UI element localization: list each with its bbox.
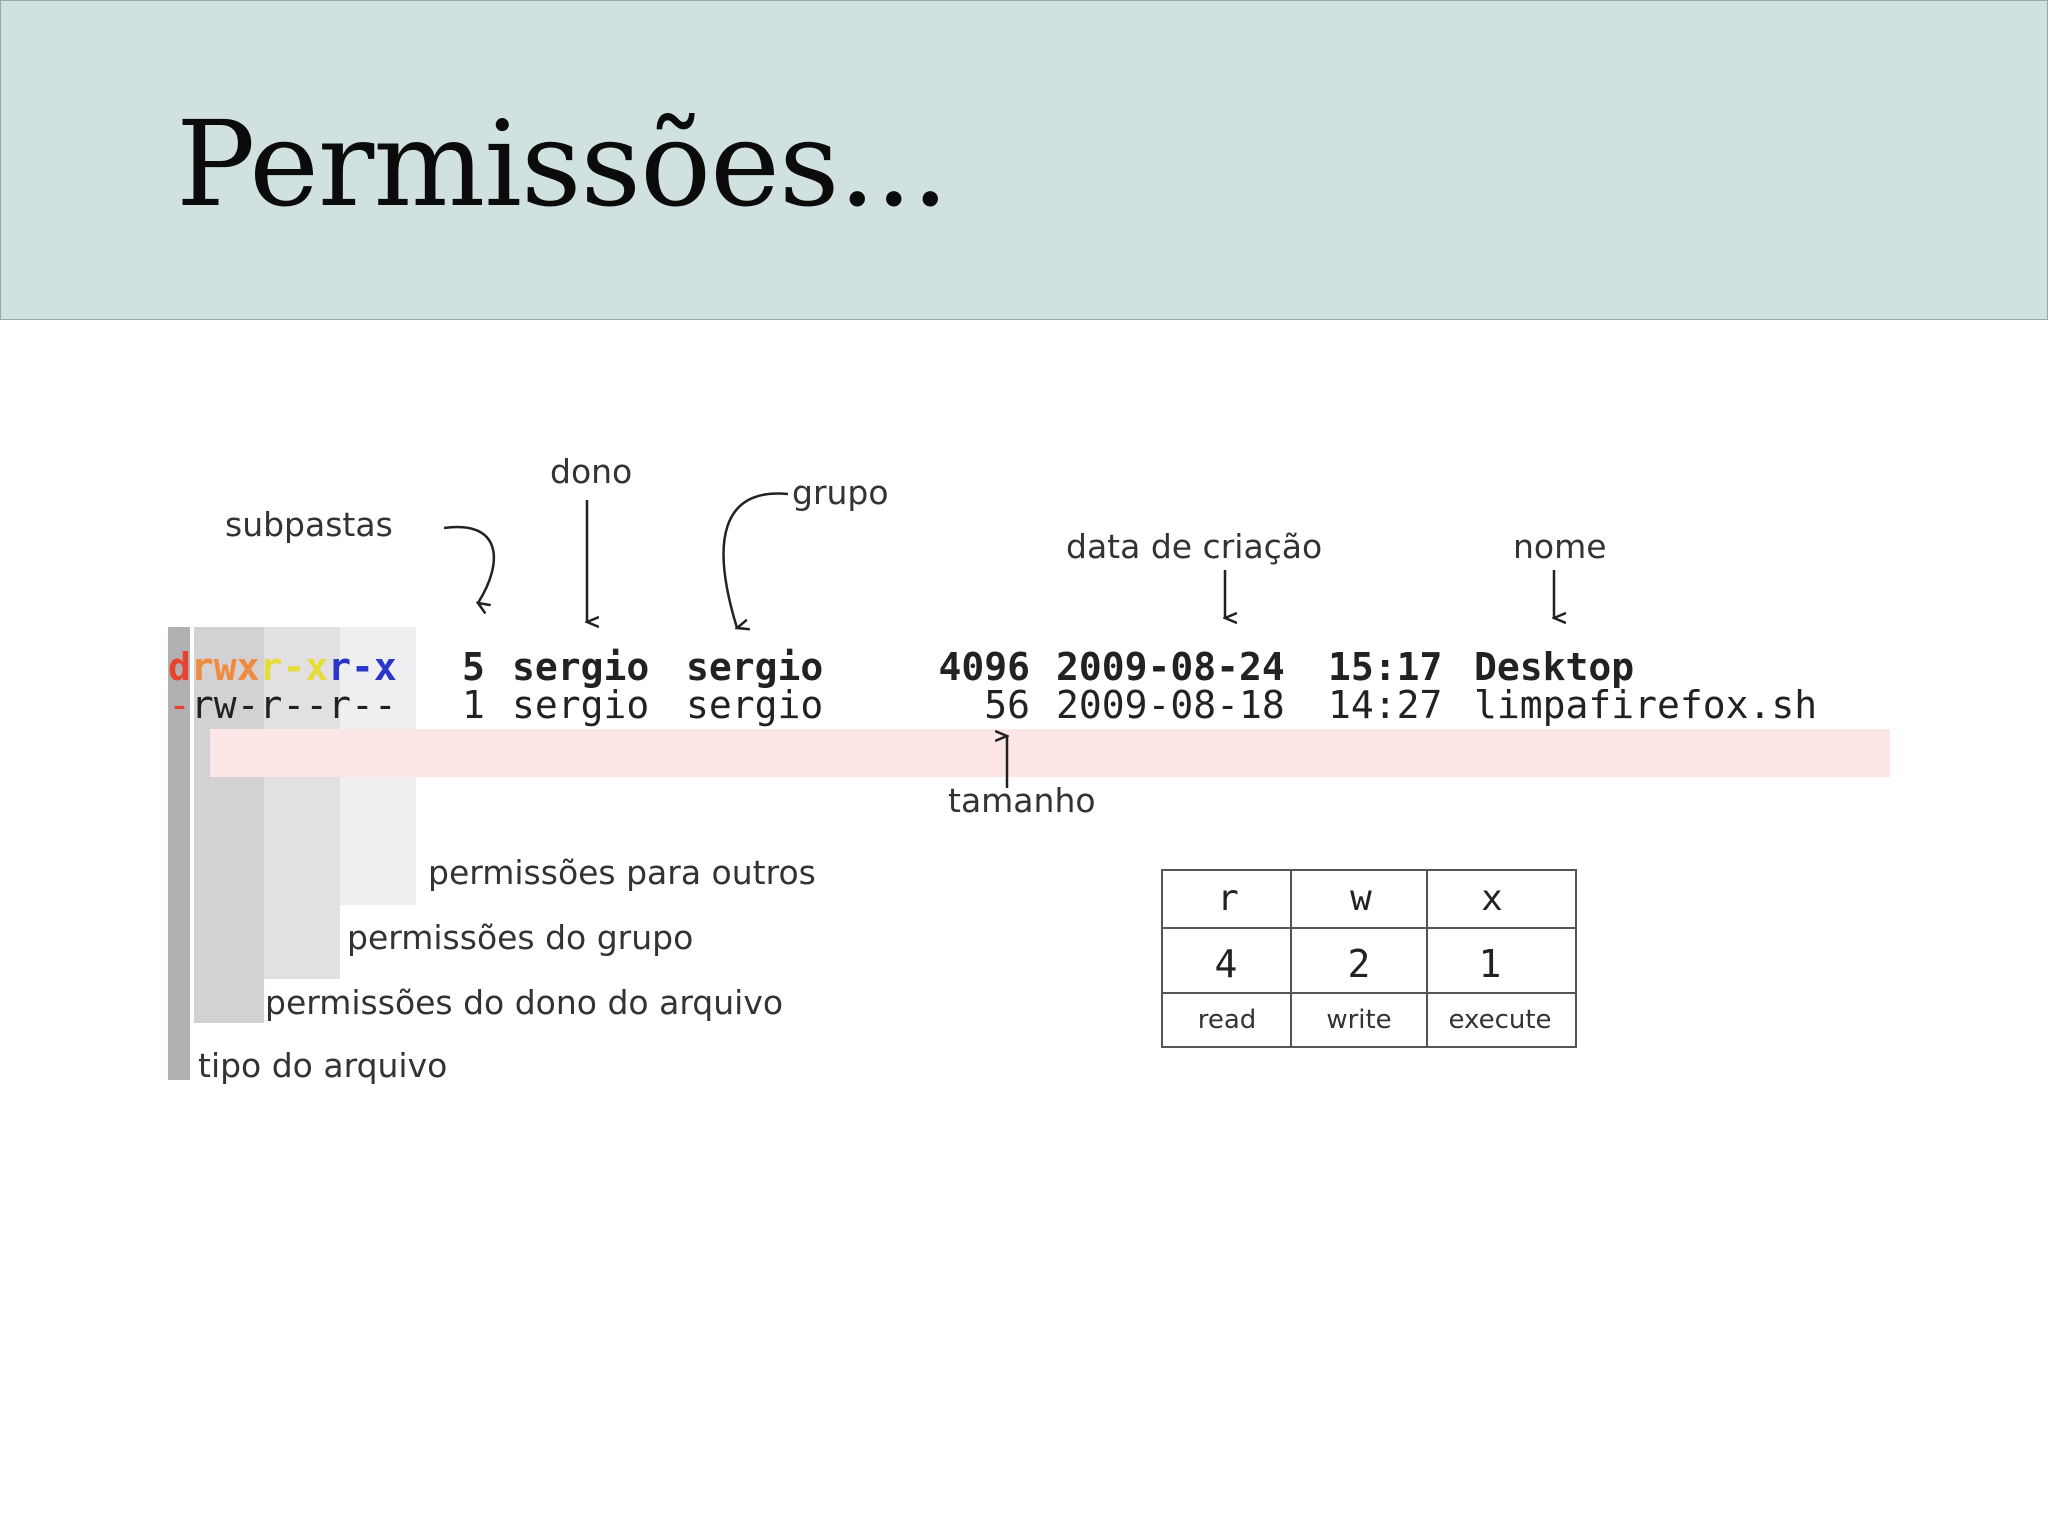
label-dono: dono <box>550 452 632 491</box>
group-name: sergio <box>686 683 823 727</box>
arrow-subpastas <box>443 525 496 603</box>
group-name: sergio <box>686 645 823 689</box>
perm-others: r-x <box>328 645 397 689</box>
type-column-shade <box>168 627 190 1080</box>
table-value-x: 1 <box>1479 942 1502 986</box>
rwx-value-table: r w x 4 2 1 read write execute <box>1161 869 1577 1048</box>
perm-owner: rw- <box>191 683 260 727</box>
table-header-w: w <box>1350 878 1372 919</box>
table-value-w: 2 <box>1348 942 1371 986</box>
owner-name: sergio <box>512 645 649 689</box>
perm-others: r-- <box>328 683 397 727</box>
title-bar: Permissões... <box>0 0 2048 320</box>
links-count: 1 <box>462 683 485 727</box>
size-highlight-band <box>210 729 1890 777</box>
file-size: 56 <box>984 683 1030 727</box>
table-header-x: x <box>1481 878 1503 919</box>
perm-group: r-- <box>260 683 329 727</box>
group-column-shade <box>264 627 340 979</box>
table-value-r: 4 <box>1215 942 1238 986</box>
ls-row-desktop: drwxr-xr-x <box>168 645 397 689</box>
file-name: Desktop <box>1474 645 1634 689</box>
file-time: 14:27 <box>1328 683 1442 727</box>
file-date: 2009-08-24 <box>1056 645 1285 689</box>
file-size: 4096 <box>938 645 1030 689</box>
label-tamanho: tamanho <box>948 781 1096 820</box>
owner-name: sergio <box>512 683 649 727</box>
label-data-criacao: data de criação <box>1066 527 1322 566</box>
owner-column-shade <box>194 627 264 1023</box>
label-subpastas: subpastas <box>225 505 393 544</box>
label-perm-grupo: permissões do grupo <box>347 918 693 957</box>
table-header-r: r <box>1217 878 1239 919</box>
arrow-grupo <box>722 492 789 628</box>
label-nome: nome <box>1513 527 1607 566</box>
perm-owner: rwx <box>191 645 260 689</box>
slide-title: Permissões... <box>176 95 949 233</box>
label-perm-dono: permissões do dono do arquivo <box>265 983 783 1022</box>
links-count: 5 <box>462 645 485 689</box>
table-name-write: write <box>1326 1005 1391 1035</box>
label-grupo: grupo <box>792 473 889 512</box>
perm-group: r-x <box>260 645 329 689</box>
ls-row-limpafirefox: -rw-r--r-- <box>168 683 397 727</box>
label-tipo-arquivo: tipo do arquivo <box>198 1046 447 1085</box>
perm-type: d <box>168 645 191 689</box>
file-name: limpafirefox.sh <box>1474 683 1817 727</box>
table-name-read: read <box>1198 1005 1257 1035</box>
file-time: 15:17 <box>1328 645 1442 689</box>
perm-type: - <box>168 683 191 727</box>
label-perm-outros: permissões para outros <box>428 853 816 892</box>
table-name-execute: execute <box>1448 1005 1551 1035</box>
file-date: 2009-08-18 <box>1056 683 1285 727</box>
